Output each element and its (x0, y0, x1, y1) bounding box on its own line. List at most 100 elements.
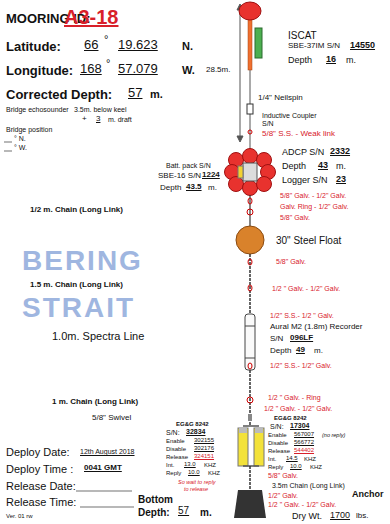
hardware-label: 324151 (194, 453, 214, 460)
field-value: 566772 (294, 439, 314, 446)
hardware-label: 544402 (294, 447, 314, 454)
label-text: Depth (282, 162, 306, 172)
label-text: Disable (166, 446, 186, 453)
field-value: 49 (296, 346, 305, 355)
label-text: m. (208, 184, 217, 193)
field-value: 302155 (194, 437, 214, 444)
field-value: 302176 (194, 445, 214, 452)
top-buoy (239, 2, 261, 20)
field-value: 57.079 (118, 62, 158, 76)
label-text: S/N: (270, 423, 284, 431)
hardware-label: 1/2" S.S.- 1/2 " Galv. (270, 312, 334, 320)
label-text: 1/2 m. Chain (Long Link) (30, 206, 123, 215)
hardware-label: to release (184, 486, 208, 492)
label-text: 3.5m Chain (Long Link) (272, 482, 345, 490)
iscat-instrument (255, 28, 262, 58)
field-value: 43 (318, 161, 328, 171)
label-text: Depth (288, 56, 312, 66)
label-text: Deploy Date: (6, 446, 70, 458)
field-value: 168 (80, 62, 102, 76)
field-value: 10.0 (188, 469, 200, 476)
hardware-label: A3-18 (64, 6, 118, 28)
label-text: Bridge position (6, 126, 52, 134)
label-text: Enable (268, 432, 287, 439)
label-text: KHZ (204, 462, 216, 469)
swivel (248, 414, 252, 421)
steel-float (236, 226, 264, 254)
inductive-coupler (247, 104, 253, 114)
label-text: Release (166, 454, 188, 461)
label-text: ° (106, 57, 110, 69)
adcp-float (225, 149, 276, 196)
hardware-label: 1/2 " Galv. - Ring (268, 394, 321, 402)
label-text: Reply (268, 464, 283, 471)
field-value: 10.0 (290, 463, 302, 470)
field-value: 0041 GMT (84, 464, 122, 473)
dimension-line (237, 4, 243, 142)
label-text: Int. (166, 462, 174, 469)
label-text: (no reply) (322, 432, 345, 438)
hardware-label: 1/2 " Galv. - 1/2" Galv. (268, 501, 336, 509)
label-text: m. (314, 347, 323, 356)
hardware-label: 5/8" S.S. - Weak link (262, 130, 335, 139)
field-value: 43.5 (186, 183, 202, 192)
label-text: 1.5 m. Chain (Long Link) (30, 281, 123, 290)
label-text: Longitude: (6, 64, 73, 78)
label-text: 28.5m. (206, 66, 230, 75)
label-text: ° W. (14, 144, 27, 152)
label-text: m. draft (108, 116, 132, 124)
hardware-label: 1/2" Galv. (268, 492, 298, 500)
label-text: 5/8" Swivel (92, 414, 131, 423)
label-text: + (82, 115, 87, 124)
label-text: Bottom (138, 494, 173, 505)
hardware-label: So wait to reply (178, 479, 216, 485)
label-text: 30" Steel Float (276, 235, 341, 246)
field-value: 57 (178, 505, 189, 516)
aural-recorder (245, 314, 255, 370)
hardware-label: 5/8" Galv. (276, 258, 306, 266)
field-value: 14.5 (286, 455, 298, 462)
field-value: 2332 (330, 147, 350, 157)
hardware-label: 1/2" S.S.- 1/2" Galv. (270, 362, 332, 370)
label-text: Logger S/N (282, 176, 328, 186)
hardware-label: 5/8" Galv. (268, 472, 298, 480)
label-text: EG&G 8242 (176, 421, 209, 428)
acoustic-releases (238, 428, 264, 466)
watermark: STRAIT (22, 293, 135, 324)
field-value: 19.623 (118, 38, 158, 52)
label-text: Depth (270, 347, 291, 356)
label-text: KHZ (310, 464, 322, 471)
field-value: 32834 (186, 428, 205, 436)
label-text: S/N: (166, 429, 180, 437)
field-value: 23 (336, 175, 346, 185)
label-text: Corrected Depth: (6, 88, 112, 102)
label-text: Enable (166, 438, 185, 445)
label-text: Reply (166, 470, 181, 477)
field-value: 096LF (290, 334, 313, 343)
label-text: 1 m. Chain (Long Link) (52, 398, 138, 407)
label-text: Release Date: (6, 480, 76, 492)
label-text: ° N. (14, 135, 26, 143)
label-text: KHZ (208, 470, 220, 477)
field-value: 66 (84, 38, 98, 52)
label-text: m. (150, 88, 163, 100)
label-text: ° (104, 33, 108, 45)
label-text: lbs. (356, 512, 368, 521)
label-text: Int. (268, 456, 276, 463)
label-text: SBE-37IM S/N (288, 42, 340, 51)
watermark: BERING (22, 246, 143, 277)
anchor (234, 490, 266, 518)
label-text: 3.5m. below keel (74, 106, 127, 114)
field-value: 17304 (290, 422, 309, 430)
label-text: S/N (270, 335, 283, 344)
label-text: Ver. 01 rw (6, 513, 33, 520)
label-text: ADCP S/N (282, 148, 324, 158)
field-value: 567007 (294, 431, 314, 438)
label-text: N. (182, 40, 193, 52)
buoy-pole (248, 18, 252, 70)
label-text: Dry Wt. (292, 512, 322, 522)
field-value: 14550 (350, 41, 375, 51)
label-text: Latitude: (6, 40, 61, 54)
field-value: 57 (128, 86, 142, 100)
label-text: Release Time: (6, 496, 76, 508)
